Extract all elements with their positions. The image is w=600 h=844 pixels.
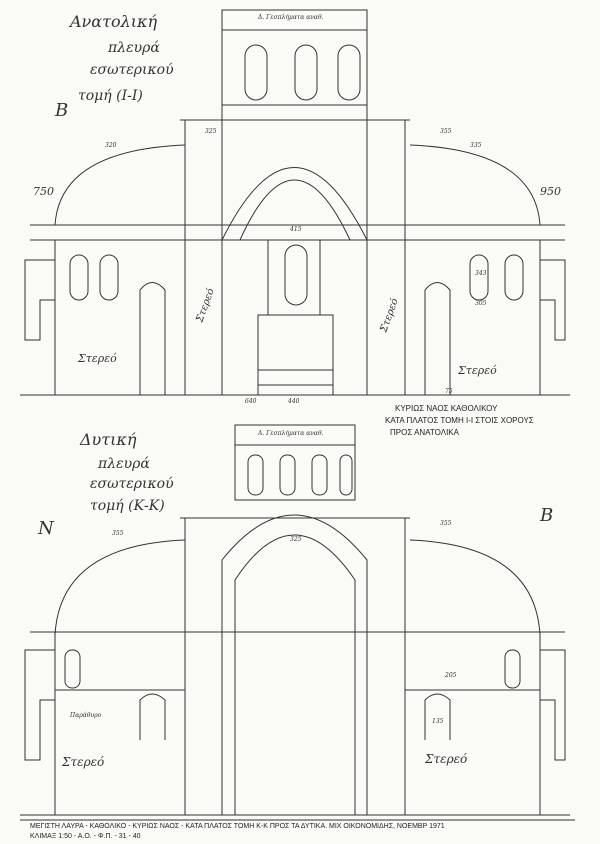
bottom-letter-right: Β — [540, 505, 554, 526]
bottom-dim-4: 205 — [445, 672, 457, 679]
dim-9: 75 — [445, 388, 453, 395]
bottom-dim-2: 355 — [440, 520, 452, 527]
bottom-left-mid-label: Παράθυρο — [70, 712, 102, 719]
dim-11: 343 — [475, 270, 487, 277]
dim-2: 355 — [440, 128, 452, 135]
top-section-title-line3: εσωτερικού — [90, 62, 174, 78]
bottom-section-title-line4: τομή (Κ-Κ) — [90, 498, 165, 514]
bottom-lower-label-right: Στερεό — [425, 752, 468, 766]
top-drum-label: Δ. Γεσπλήματα αναθ. — [258, 14, 324, 21]
bottom-drum-label: Α. Γεσπλήματα αναθ. — [258, 430, 324, 437]
bottom-letter-left: Ν — [38, 518, 54, 539]
caption-line1: ΚΥΡΙΩΣ ΝΑΟΣ ΚΑΘΟΛΙΚΟΥ — [395, 404, 498, 413]
bottom-dim-1: 355 — [112, 530, 124, 537]
bottom-dim-5: 135 — [432, 718, 444, 725]
bottom-lower-label-left: Στερεό — [62, 755, 105, 769]
dim-3: 320 — [105, 142, 117, 149]
dim-4: 335 — [470, 142, 482, 149]
footer-line1: ΜΕΓΙΣΤΗ ΛΑΥΡΑ - ΚΑΘΟΛΙΚΟ - ΚΥΡΙΩΣ ΝΑΟΣ -… — [30, 823, 445, 830]
bottom-dim-3: 325 — [290, 536, 302, 543]
top-lower-label-right: Στερεό — [458, 364, 497, 377]
caption-line3: ΠΡΟΣ ΑΝΑΤΟΛΙΚΑ — [390, 428, 459, 437]
caption-line2: ΚΑΤΑ ΠΛΑΤΟΣ ΤΟΜΗ Ι-Ι ΣΤΟΙΣ ΧΟΡΟΥΣ — [385, 416, 534, 425]
dim-10: 415 — [290, 226, 302, 233]
bottom-section-title-line1: Δυτική — [80, 430, 137, 449]
dim-5: 750 — [33, 185, 54, 198]
top-section-letter: Β — [55, 100, 69, 121]
dim-12: 305 — [475, 300, 487, 307]
dim-8: 640 — [245, 398, 257, 405]
top-lower-label-left: Στερεό — [78, 352, 117, 365]
bottom-section-title-line3: εσωτερικού — [90, 476, 174, 492]
top-section-title-line1: Ανατολική — [70, 12, 158, 31]
top-section-title-line2: πλευρά — [108, 40, 160, 56]
bottom-section-title-line2: πλευρά — [98, 456, 150, 472]
dim-6: 950 — [540, 185, 561, 198]
dim-7: 440 — [288, 398, 300, 405]
footer-line2: ΚΛΙΜΑΞ 1:50 - Α.Ο. - Φ.Π. - 31 - 40 — [30, 833, 141, 840]
top-section-title-line4: τομή (Ι-Ι) — [78, 88, 143, 104]
dim-1: 325 — [205, 128, 217, 135]
